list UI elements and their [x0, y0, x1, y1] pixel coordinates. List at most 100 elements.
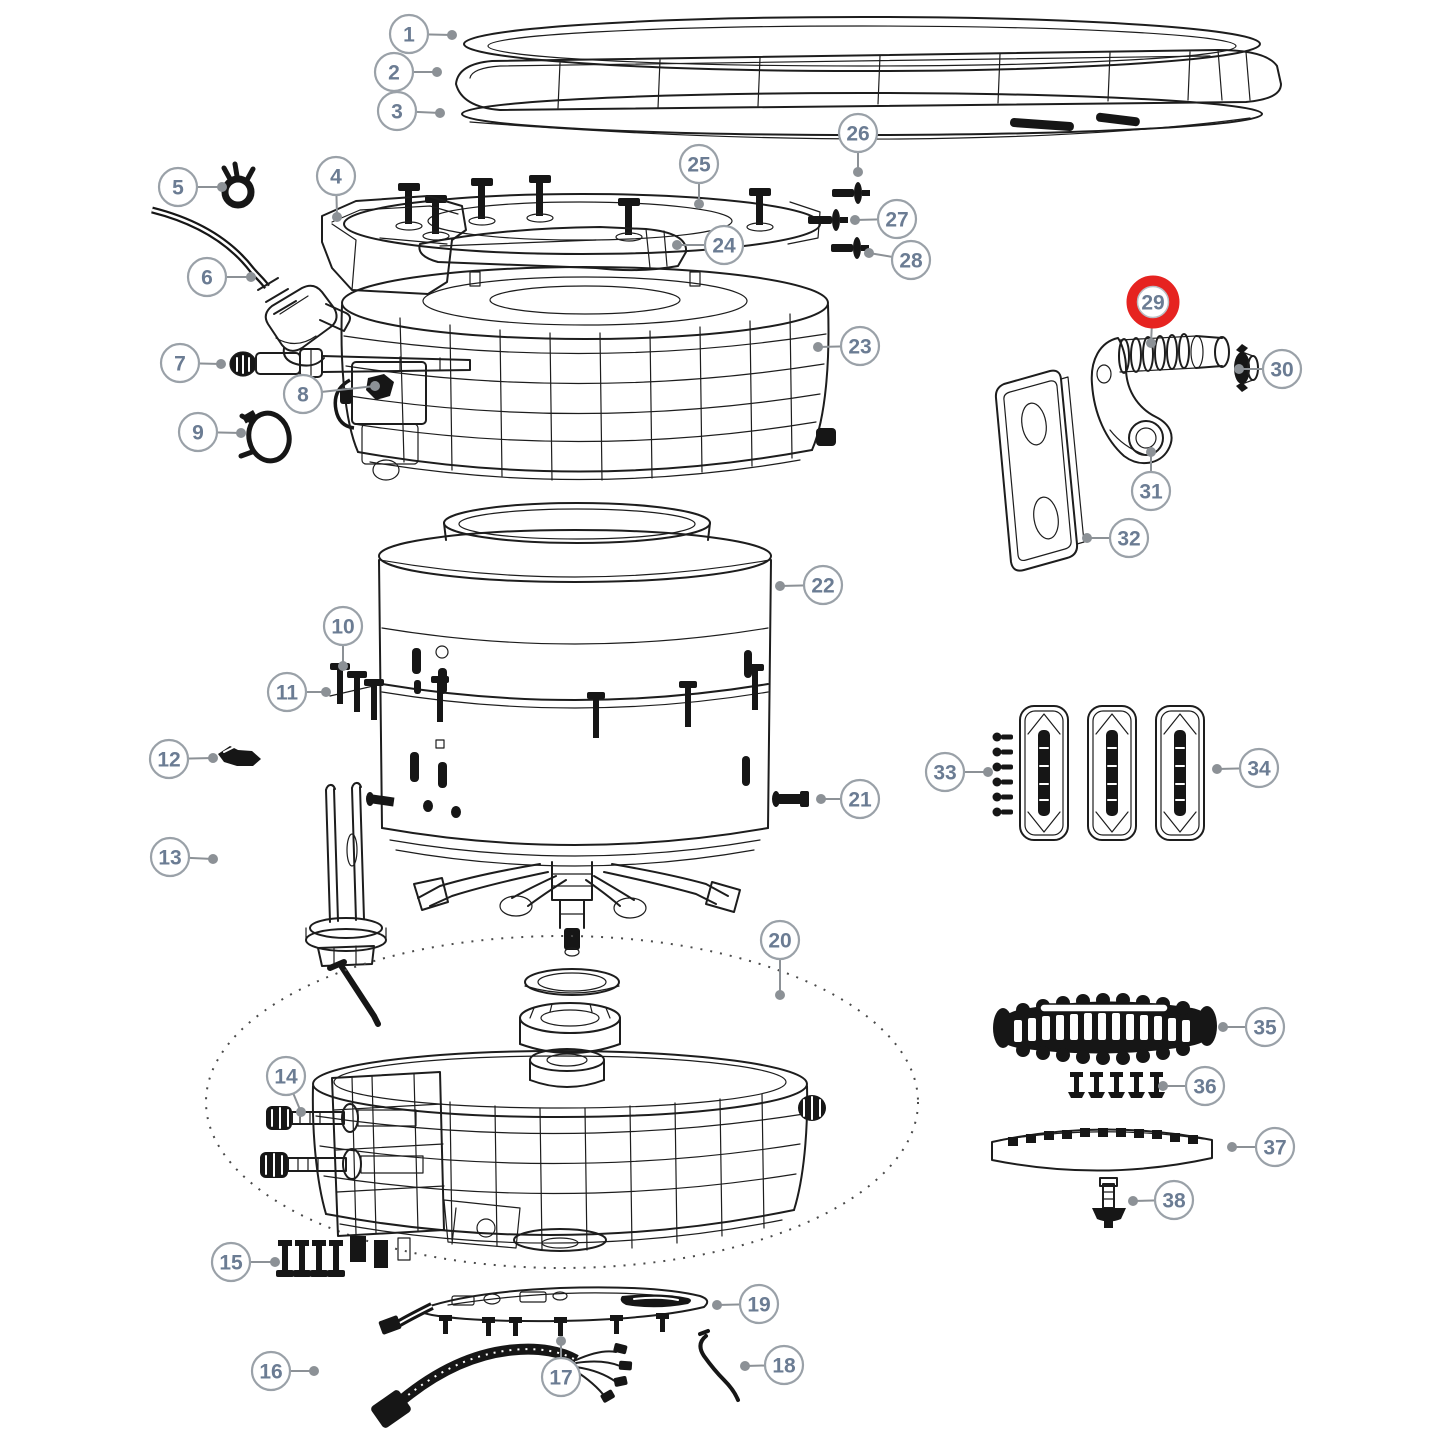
callout-circle: [839, 325, 881, 367]
callout-circle: [159, 342, 201, 384]
callout-number: 4: [330, 166, 342, 189]
callout-24[interactable]: 24: [672, 224, 745, 266]
callout-number: 31: [1139, 481, 1163, 504]
callout-circle: [373, 51, 415, 93]
part-basket: [329, 502, 772, 957]
callout-circle: [1238, 747, 1280, 789]
callout-circle: [1108, 517, 1150, 559]
callout-number: 37: [1263, 1137, 1286, 1160]
callout-number: 2: [388, 62, 400, 85]
callout-circle: [678, 143, 720, 185]
callout-circle: [177, 411, 219, 453]
callout-22[interactable]: 22: [775, 564, 844, 606]
callout-number: 9: [192, 422, 204, 445]
leader-dot: [1082, 533, 1092, 543]
callout-circle: [210, 1241, 252, 1283]
callout-32[interactable]: 32: [1082, 517, 1150, 559]
callout-16[interactable]: 16: [250, 1350, 319, 1392]
callout-number: 20: [768, 930, 791, 953]
callout-4[interactable]: 4: [315, 155, 357, 222]
callout-circle: [266, 671, 308, 713]
callout-circle: [1130, 470, 1172, 512]
callout-number: 7: [174, 353, 186, 376]
callout-circle: [1244, 1006, 1286, 1048]
part-heater: [305, 781, 387, 1027]
callout-2[interactable]: 2: [373, 51, 442, 93]
callout-number: 28: [899, 250, 923, 273]
callout-circle: [322, 605, 364, 647]
leader-dot: [1218, 1022, 1228, 1032]
callout-27[interactable]: 27: [850, 198, 918, 240]
part-suspension-bolts: [260, 1103, 424, 1180]
callout-circle: [837, 112, 879, 154]
part-outer-tub-upper: [340, 266, 836, 481]
leader-dot: [1234, 364, 1244, 374]
callout-circle: [250, 1350, 292, 1392]
part-bolts-10-11: [330, 663, 384, 720]
callout-5[interactable]: 5: [157, 166, 227, 208]
part-bolt-27: [808, 209, 848, 231]
callout-11[interactable]: 11: [266, 671, 331, 713]
part-screws-17: [439, 1313, 669, 1336]
callout-number: 33: [933, 762, 956, 785]
callout-8[interactable]: 8: [282, 373, 380, 415]
leader-dot: [309, 1366, 319, 1376]
leader-dot: [672, 240, 682, 250]
callout-21[interactable]: 21: [816, 778, 881, 820]
callout-33[interactable]: 33: [924, 751, 993, 793]
callout-7[interactable]: 7: [159, 342, 226, 384]
callout-35[interactable]: 35: [1218, 1006, 1286, 1048]
callout-circle: [376, 90, 418, 132]
callout-28[interactable]: 28: [864, 239, 932, 281]
callout-number: 35: [1253, 1017, 1277, 1040]
callout-25[interactable]: 25: [678, 143, 720, 209]
callout-31[interactable]: 31: [1130, 447, 1172, 512]
callout-29[interactable]: 29: [1126, 275, 1180, 348]
callout-14[interactable]: 14: [265, 1055, 307, 1117]
callout-18[interactable]: 18: [740, 1344, 805, 1386]
callout-26[interactable]: 26: [837, 112, 879, 177]
leader-dot: [1212, 764, 1222, 774]
callout-number: 16: [259, 1361, 282, 1384]
callout-1[interactable]: 1: [388, 13, 457, 55]
callout-circle: [157, 166, 199, 208]
part-bolt-28: [831, 237, 869, 259]
callout-number: 38: [1162, 1190, 1186, 1213]
callout-20[interactable]: 20: [759, 919, 801, 1000]
callout-circle: [890, 239, 932, 281]
callout-23[interactable]: 23: [813, 325, 881, 367]
callout-19[interactable]: 19: [712, 1283, 780, 1325]
callout-34[interactable]: 34: [1212, 747, 1280, 789]
callout-number: 3: [391, 101, 403, 124]
callout-circle: [924, 751, 966, 793]
callout-36[interactable]: 36: [1158, 1065, 1226, 1107]
callout-37[interactable]: 37: [1227, 1126, 1296, 1168]
callout-9[interactable]: 9: [177, 411, 246, 453]
callout-13[interactable]: 13: [149, 836, 218, 878]
callout-number: 17: [549, 1367, 572, 1390]
callout-3[interactable]: 3: [376, 90, 445, 132]
leader-dot: [853, 167, 863, 177]
leader-dot: [775, 581, 785, 591]
part-bolt-21: [772, 791, 809, 807]
callout-number: 34: [1247, 758, 1271, 781]
leader-dot: [216, 359, 226, 369]
callout-6[interactable]: 6: [186, 256, 256, 298]
callout-circle: [759, 919, 801, 961]
callout-30[interactable]: 30: [1234, 348, 1303, 390]
part-hose-clamp-small: [221, 161, 256, 209]
callout-10[interactable]: 10: [322, 605, 364, 671]
callout-12[interactable]: 12: [148, 738, 218, 780]
callout-number: 32: [1117, 528, 1140, 551]
callout-38[interactable]: 38: [1128, 1179, 1195, 1221]
callout-number: 27: [885, 209, 908, 232]
callout-circle: [703, 224, 745, 266]
callout-17[interactable]: 17: [540, 1336, 582, 1398]
leader-dot: [321, 687, 331, 697]
part-drain-elbow: [1090, 333, 1230, 465]
part-lid-gasket: [463, 16, 1261, 72]
part-dispenser: [321, 195, 467, 295]
callout-number: 1: [403, 24, 415, 47]
callout-15[interactable]: 15: [210, 1241, 280, 1283]
callout-circle: [1261, 348, 1303, 390]
